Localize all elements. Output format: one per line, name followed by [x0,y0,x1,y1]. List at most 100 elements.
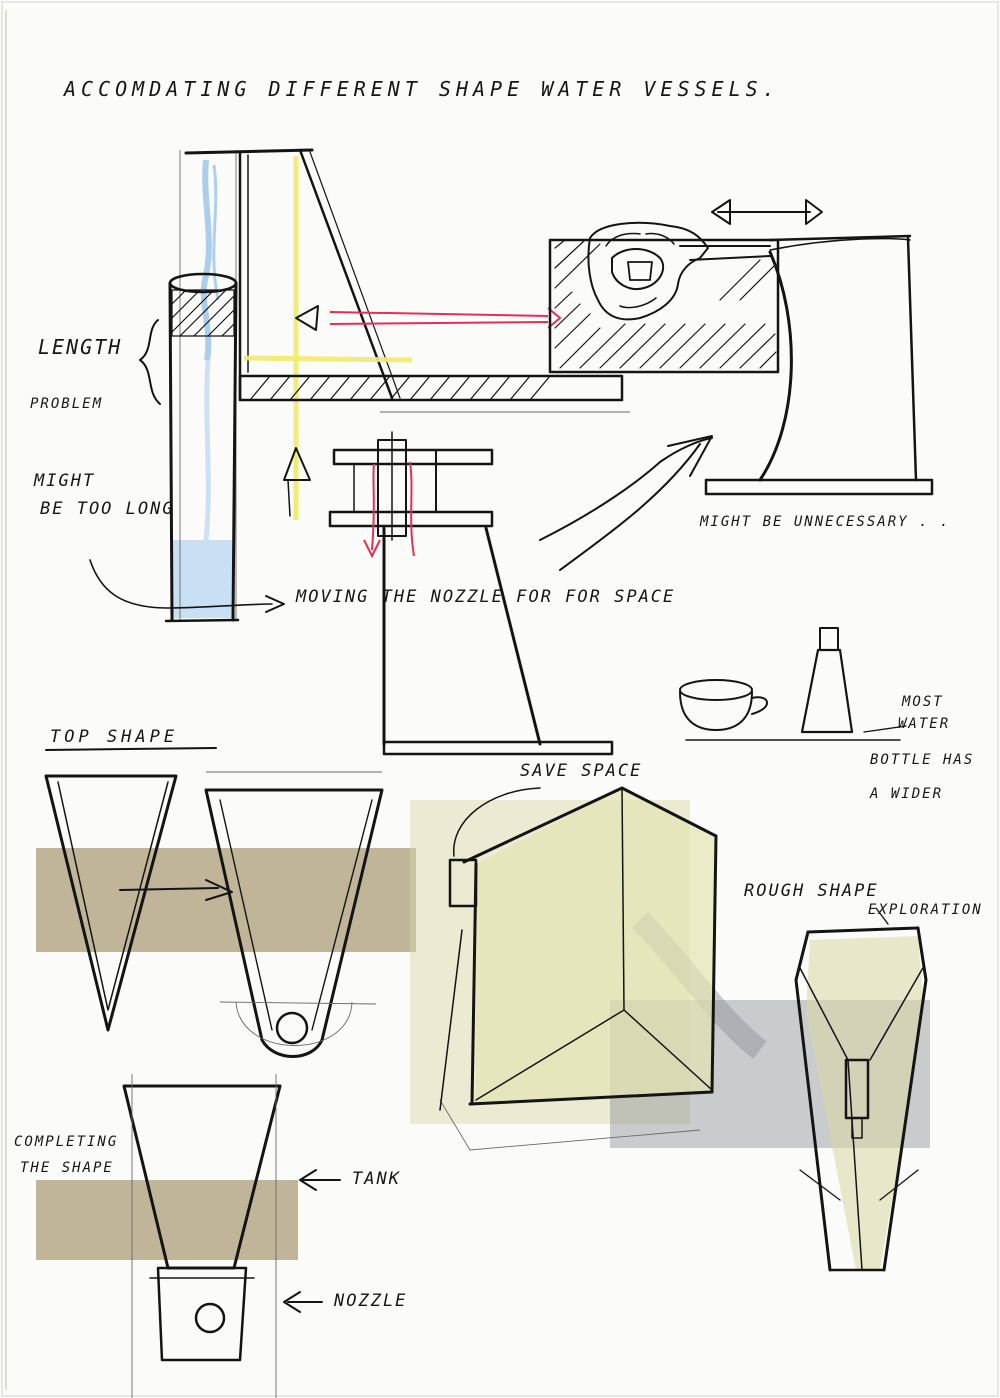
nozzle-tip [851,1117,863,1139]
tube-left-wall [168,281,174,622]
label-completing: COMPLETING [14,1134,119,1150]
v-shape-outline [44,774,178,1032]
box-bottom-edge [468,1090,714,1106]
base-plate [704,478,934,496]
transform-arrow [119,879,233,901]
diagonal-support [298,148,394,400]
side-edge [439,929,463,1111]
label-bottle-has: BOTTLE HAS [870,752,975,768]
inner-edge [623,1009,713,1091]
label-a-wider: A WIDER [870,786,944,802]
label-exploration: EXPLORATION [868,902,983,918]
hand-adjust-sketch [539,199,934,571]
hinge-part [448,858,478,908]
page-title: ACCOMDATING DIFFERENT SHAPE WATER VESSEL… [64,77,780,101]
v-shape-inner [57,781,169,1011]
stand-back [484,526,542,746]
curve-line [769,237,911,251]
hatch-lines [171,289,235,337]
cup-and-bottle-sketch [679,627,907,741]
nozzle-hole [194,1302,226,1334]
pointer-line [875,907,889,925]
pointer-line [453,787,541,857]
box-face-fill [476,788,716,1104]
up-arrow-line [287,479,291,517]
pointer-line [89,559,273,609]
top-bar [768,234,912,242]
label-moving-nozzle: MOVING THE NOZZLE FOR FOR SPACE [296,587,676,607]
arrow-head [295,305,319,331]
label-length: LENGTH [38,335,123,359]
nozzle-slot [844,1058,870,1120]
shape-top [806,926,920,934]
length-reduction-arrow [295,305,562,331]
bottle-cap [819,627,839,651]
bottle-body [800,648,854,734]
tank-pointer-arrow [299,1169,341,1191]
label-top-shape: TOP SHAPE [50,727,179,747]
cup-body [679,691,753,731]
diagonal-support [309,151,401,399]
pointer-line [863,725,907,733]
arrow-head [547,307,562,329]
arm-rod [689,255,771,261]
finger-lines [605,232,675,309]
rough-shape-sketch [794,907,928,1272]
hand-outline [587,221,709,321]
olive-marker-fill [806,936,924,1270]
tube-base [164,618,240,623]
knob-outline [611,248,665,290]
tube-cap-hatch [171,289,235,337]
label-most: MOST [902,694,944,710]
water-fill-mark [172,540,232,618]
label-might-unnecessary: MIGHT BE UNNECESSARY . . [700,514,951,530]
knob-detail [627,261,653,281]
top-shape-sketches [44,771,384,1058]
rounded-v-outline [204,788,384,1058]
top-arm [184,148,314,155]
label-problem: PROBLEM [30,396,104,412]
label-rough-shape: ROUGH SHAPE [744,881,879,901]
moving-nozzle-sketch [283,431,614,756]
back-column [906,236,918,482]
construction-line [219,1001,377,1005]
label-tank: TANK [352,1169,401,1189]
red-flow-line [371,461,415,557]
yellow-highlight [243,355,413,363]
sweep-arrow [559,443,701,571]
construction-line [235,1001,353,1046]
tube-right-wall [231,281,238,622]
inner-wall [219,799,373,1031]
red-flow-arrow [363,539,381,559]
up-arrow-head [283,447,311,481]
title-underline [45,747,217,751]
arrow-head [667,435,713,477]
water-stream-mark [203,359,211,541]
save-space-sketch [410,786,930,1151]
base-bar [238,374,624,402]
hatch-lines [249,375,551,401]
label-nozzle: NOZZLE [334,1291,408,1311]
water-stream-mark [212,164,220,301]
red-arrow-line [329,311,549,317]
label-save-space: SAVE SPACE [520,761,643,781]
tan-marker-band [36,848,416,952]
cup-handle [751,696,768,715]
upper-plate [332,448,494,466]
cup-rim [679,679,753,701]
tall-nozzle-concept-sketch [164,148,630,623]
stand-base [382,740,614,756]
curved-column [758,250,793,482]
label-might: MIGHT [34,471,96,491]
adjust-arrow-heads [711,199,823,225]
label-be-too-long: BE TOO LONG [40,499,175,519]
box-right-edge [710,834,718,1094]
dispenser-block [548,238,780,374]
red-arrow-line [329,321,549,325]
nozzle-hole [275,1011,309,1045]
shape-right [882,926,928,1272]
pointer-arrow [265,595,285,613]
shape-left [794,930,832,1272]
